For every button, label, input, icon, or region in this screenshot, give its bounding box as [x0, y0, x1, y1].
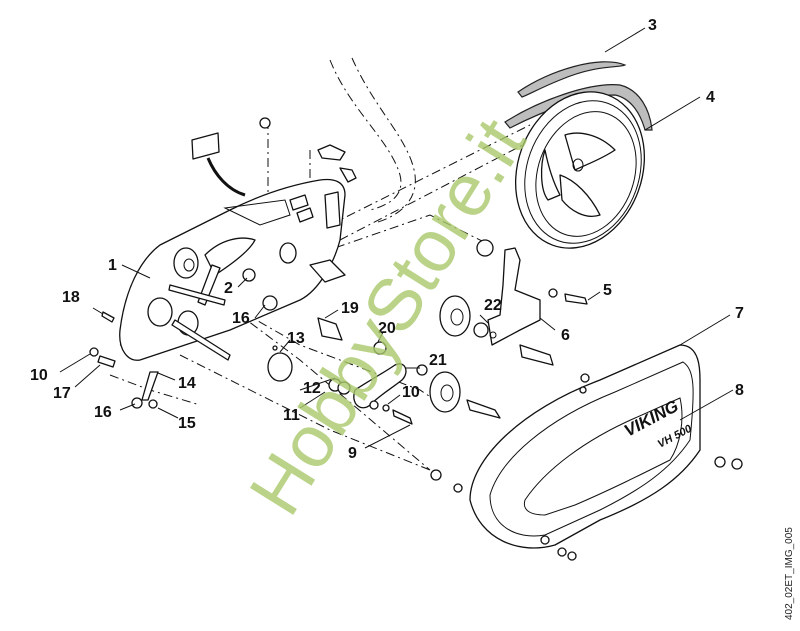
callout-10-right: 10: [402, 384, 420, 401]
callout-13: 13: [287, 330, 305, 347]
callout-22: 22: [484, 297, 502, 314]
left-fasteners: [89, 311, 278, 409]
callout-16-upper: 16: [232, 310, 250, 327]
part-7-belt-cover: [430, 344, 743, 561]
part-5-bolt: [548, 288, 588, 305]
callout-11: 11: [283, 407, 300, 424]
handle-outline: [329, 57, 416, 223]
callout-8: 8: [735, 382, 744, 399]
top-bracket: [259, 117, 357, 183]
tension-arm: [267, 317, 428, 425]
leader-lines: [59, 27, 734, 449]
callout-4: 4: [706, 89, 715, 106]
part-4-pulley-wheel: [514, 91, 646, 249]
label-sticker: [191, 132, 246, 197]
image-code: 402_02ET_IMG_005: [784, 527, 795, 620]
callout-12: 12: [303, 380, 321, 397]
callout-numbers: 1 2 3 4 5 6 7 8 9 10 10 11 12 13 14 15 1…: [30, 17, 744, 462]
callout-3: 3: [648, 17, 657, 34]
callout-19: 19: [341, 300, 359, 317]
callout-16-lower: 16: [94, 404, 112, 421]
callout-15: 15: [178, 415, 196, 432]
callout-6: 6: [561, 327, 570, 344]
idler-pulley-lower: [429, 371, 501, 419]
callout-14: 14: [178, 375, 196, 392]
callout-5: 5: [603, 282, 612, 299]
callout-17: 17: [53, 385, 71, 402]
idler-pulley-upper: [439, 295, 471, 337]
part-1-side-plate: [119, 178, 346, 361]
callout-20: 20: [378, 320, 396, 337]
part-6-tensioner-bracket: [473, 239, 554, 366]
callout-21: 21: [429, 352, 447, 369]
callout-2: 2: [224, 280, 233, 297]
callout-9: 9: [348, 445, 357, 462]
callout-18: 18: [62, 289, 80, 306]
callout-7: 7: [735, 305, 744, 322]
callout-10-left: 10: [30, 367, 48, 384]
callout-1: 1: [108, 257, 117, 274]
